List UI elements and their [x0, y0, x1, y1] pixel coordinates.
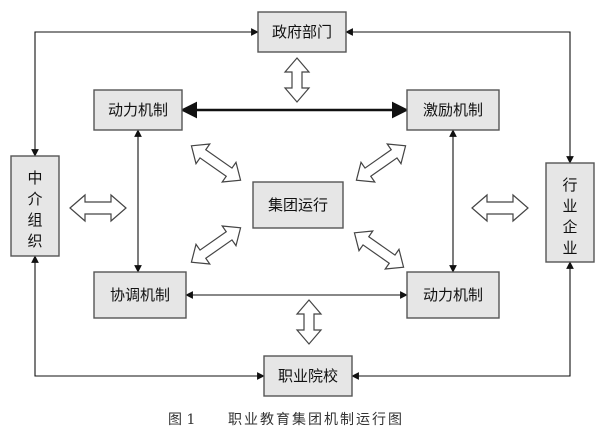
node-government-label: 政府部门: [272, 23, 332, 41]
node-intermediary: 中介组织: [10, 155, 60, 257]
double-arrow-icon-incentive-group: [355, 143, 407, 183]
node-school-label: 职业院校: [278, 367, 338, 385]
node-power-bottom-label: 动力机制: [423, 286, 483, 304]
connector-school-industry: [351, 261, 574, 380]
node-intermediary-label: 中介组织: [27, 169, 42, 250]
connector-government-intermediary: [31, 28, 259, 157]
node-incentive: 激励机制: [406, 89, 500, 131]
double-arrow-icon-coordination-group: [190, 225, 242, 265]
node-coordination-label: 协调机制: [110, 286, 170, 304]
double-arrow-icon-power-group: [190, 143, 242, 183]
node-group-label: 集团运行: [268, 196, 328, 214]
connector-government-industry: [345, 28, 574, 164]
double-arrow-icon-government-group: [283, 57, 311, 103]
node-industry-label: 行业企业: [562, 176, 577, 257]
double-arrow-icon-industry-group: [471, 193, 529, 223]
node-incentive-label: 激励机制: [423, 101, 483, 119]
figure-number: 图 1: [168, 412, 195, 428]
figure-caption: 职业教育集团机制运行图: [228, 411, 404, 428]
node-school: 职业院校: [263, 355, 353, 397]
node-power-top-label: 动力机制: [108, 101, 168, 119]
node-power-bottom: 动力机制: [406, 271, 500, 319]
node-industry: 行业企业: [545, 162, 595, 263]
double-arrow-icon-school-group: [295, 299, 323, 345]
node-government: 政府部门: [257, 11, 347, 53]
node-group: 集团运行: [252, 181, 344, 229]
node-coordination: 协调机制: [93, 271, 187, 319]
double-arrow-icon-power-bottom-group: [353, 230, 405, 270]
double-arrow-icon-intermediary-group: [69, 193, 127, 223]
node-power-top: 动力机制: [93, 89, 183, 131]
connector-school-intermediary: [31, 255, 265, 380]
